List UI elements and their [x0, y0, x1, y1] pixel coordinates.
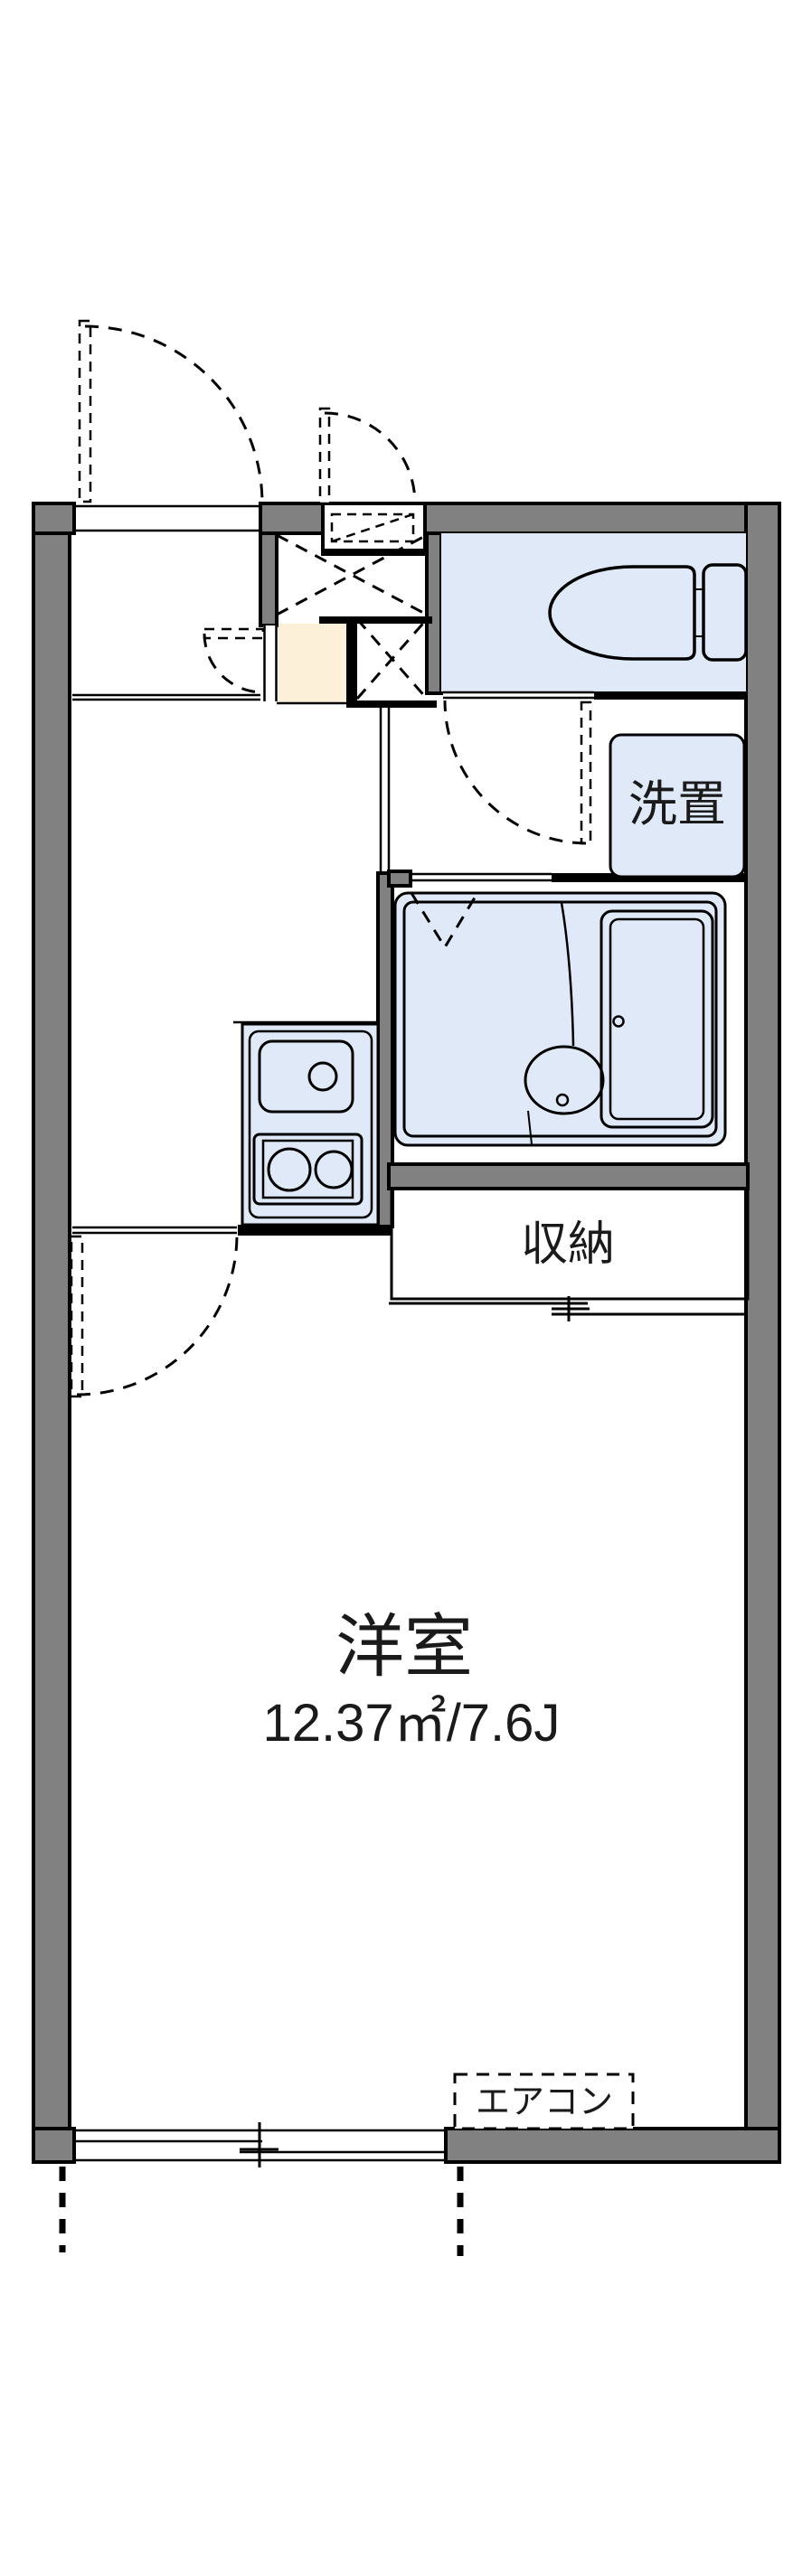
- kitchen-sink-icon: [258, 1039, 354, 1114]
- bathroom-unit: [393, 891, 727, 1147]
- door-swings: [70, 319, 592, 1398]
- kitchen-door-threshold: [72, 1226, 237, 1235]
- washer-space-box: [609, 733, 746, 879]
- toilet-door-leaf: [580, 700, 592, 845]
- sliding-door-center-tick: [552, 1296, 590, 1321]
- entry-room-door-leaf: [203, 627, 265, 640]
- shoe-cabinet-icon: [330, 512, 415, 543]
- toilet-door-swing-icon: [443, 700, 587, 845]
- sink-drain: [307, 1061, 338, 1092]
- aircon-label: エアコン: [476, 2083, 613, 2121]
- bathtub-icon: [600, 909, 714, 1129]
- entry-bottom-line: [346, 700, 437, 708]
- bath-unit-inner-outline: [402, 900, 718, 1138]
- outer-walls: [32, 502, 781, 2164]
- top-wall-middle: [259, 502, 325, 535]
- top-left-room-bottom-line: [72, 693, 260, 701]
- entry-room-door-swing-icon: [203, 633, 264, 694]
- kitchen-unit: [233, 1020, 380, 1227]
- sliding-door-icon: [389, 1296, 748, 1321]
- bath-storage-band: [387, 1162, 750, 1190]
- entry-niche: [321, 502, 427, 553]
- bath-door-threshold: [411, 872, 552, 882]
- genkan-entry-floor: [279, 624, 348, 703]
- washbasin-bowl: [524, 1045, 605, 1115]
- entry-x-mark-2: [355, 618, 429, 700]
- aircon-box: [453, 2073, 635, 2130]
- storage-label: 収納: [521, 1218, 615, 1271]
- toilet-connectors: [694, 588, 703, 637]
- washbasin-icon: [524, 1045, 605, 1145]
- bathtub-outer: [600, 909, 714, 1129]
- toilet-icon: [548, 563, 748, 662]
- entry-room-doorway: [263, 625, 278, 701]
- window-center-tick: [240, 2122, 279, 2167]
- bathtub-inner: [609, 917, 705, 1121]
- balcony-door-leaf: [78, 319, 92, 503]
- stove-burner-left: [267, 1147, 312, 1192]
- sliding-window-icon: [72, 2122, 446, 2167]
- kitchen-bottom-wall: [238, 1225, 392, 1236]
- kitchen-room-door-leaf: [70, 1235, 84, 1398]
- front-door-swing-icon: [324, 411, 417, 504]
- entry-room-doorway-lines: [263, 625, 278, 701]
- balcony-door-swing-icon: [84, 324, 264, 504]
- bath-unit-outline: [393, 891, 727, 1147]
- front-door-leaf: [318, 407, 331, 505]
- entry-left-partition: [259, 531, 279, 627]
- right-wall: [744, 502, 781, 2164]
- stove-outer: [252, 1133, 364, 1206]
- niche-bottom-line: [321, 549, 427, 556]
- sink-basin: [258, 1039, 354, 1114]
- bath-door-handle: [612, 1015, 625, 1028]
- washbasin-drain: [555, 1093, 570, 1107]
- entry-right-partition: [425, 531, 443, 695]
- front-door-opening-lines: [74, 504, 260, 532]
- bottom-wall-right: [444, 2127, 781, 2164]
- washer-space-label: 洗置: [628, 777, 726, 832]
- toilet-door-threshold: [443, 691, 594, 700]
- room-title: 洋室: [335, 1609, 473, 1686]
- hall-kitchen-partition: [379, 702, 391, 873]
- toilet-bowl: [548, 565, 696, 661]
- stove-icon: [252, 1133, 364, 1206]
- washbasin-edge-line: [527, 1110, 533, 1145]
- kitchen-counter-inner: [248, 1029, 373, 1219]
- entry-cross-marks: [276, 533, 429, 700]
- entry-x-mark-1: [276, 533, 428, 616]
- kitchen-counter: [241, 1022, 380, 1227]
- toilet-bottom-wall: [594, 691, 748, 700]
- toilet-tank: [702, 563, 748, 662]
- top-wall-right: [423, 502, 781, 535]
- bottom-wall-left-corner: [32, 2127, 76, 2164]
- entry-wall-line-h: [319, 616, 432, 624]
- bath-divider-curve: [560, 902, 575, 1047]
- kitchen-room-door-swing-icon: [76, 1234, 239, 1396]
- bath-door-stub: [387, 870, 412, 888]
- left-wall: [32, 502, 71, 2164]
- entry-wall-line-v: [346, 617, 357, 708]
- top-wall-left-corner: [32, 502, 76, 535]
- room-area: 12.37㎡/7.6J: [263, 1694, 561, 1753]
- stove-burner-right: [314, 1150, 354, 1189]
